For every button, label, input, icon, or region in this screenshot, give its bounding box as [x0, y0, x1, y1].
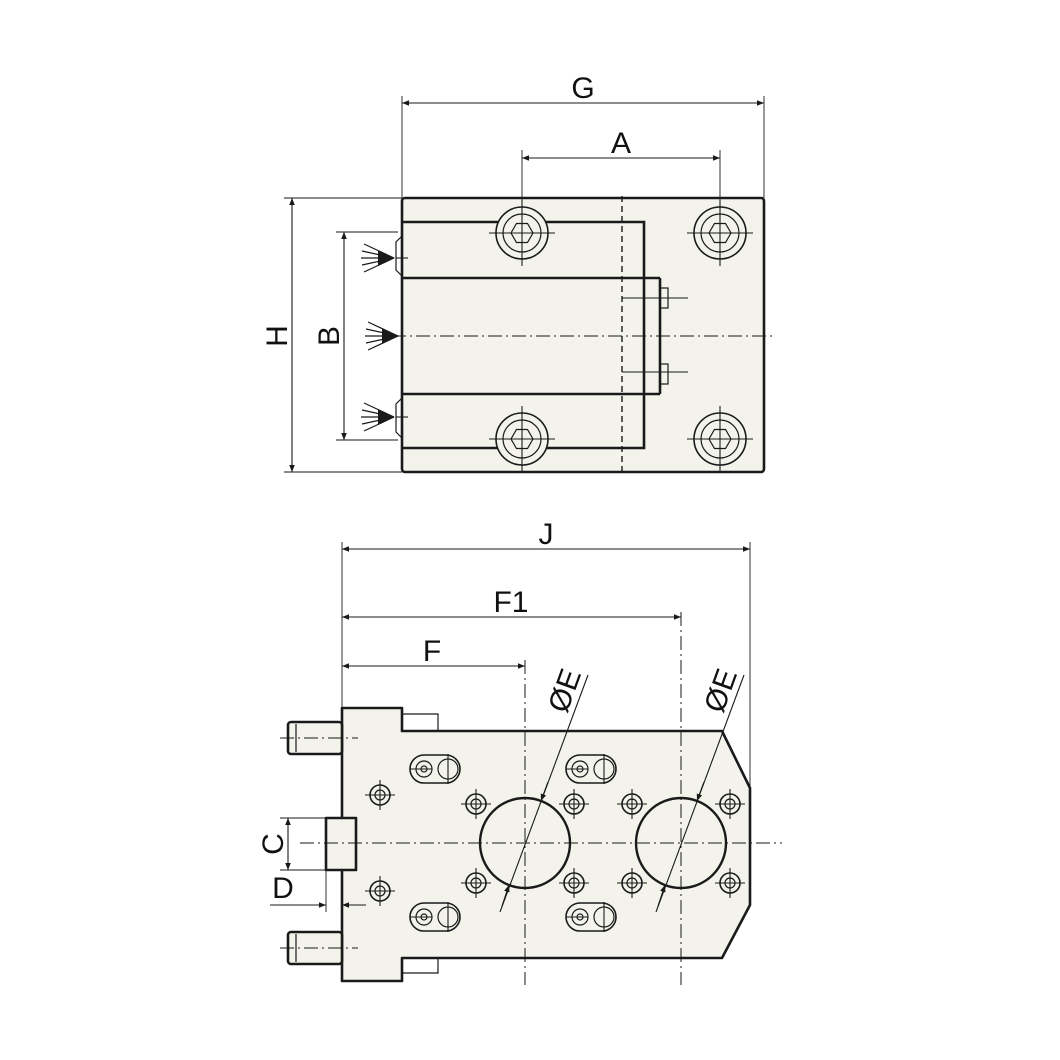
slot-hole-icon [409, 901, 461, 933]
label-C: C [257, 833, 290, 855]
label-J: J [539, 518, 554, 551]
tongue-key [324, 816, 358, 872]
top-dimensions: G A H B [261, 72, 765, 473]
slot-hole-icon [565, 753, 617, 785]
label-F1: F1 [493, 586, 528, 619]
front-dimensions: J F1 F ØE ØE C D [257, 518, 751, 913]
label-E-right: ØE [698, 665, 744, 717]
coolant-nozzle-icon [360, 243, 395, 273]
label-A: A [611, 127, 631, 160]
top-body-outline [400, 196, 766, 474]
label-G: G [571, 72, 594, 105]
slot-hole-icon [409, 753, 461, 785]
coolant-nozzle-icon [364, 321, 399, 351]
label-B: B [313, 326, 346, 346]
label-E-left: ØE [542, 665, 588, 717]
slot-hole-icon [565, 901, 617, 933]
label-F: F [423, 635, 441, 668]
top-view [360, 196, 775, 474]
label-D: D [272, 872, 294, 905]
label-H: H [261, 325, 294, 347]
front-view [280, 612, 782, 985]
coolant-nozzle-icon [360, 402, 395, 432]
